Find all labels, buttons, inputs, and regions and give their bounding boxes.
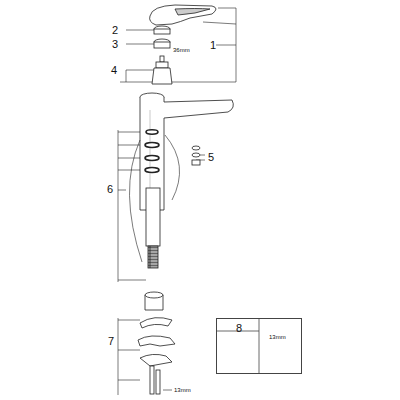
spacer	[145, 292, 163, 298]
callout-number: 1	[210, 40, 216, 51]
callout-number: 7	[108, 336, 114, 347]
threaded-rod	[156, 370, 160, 394]
assembly-arrow	[129, 140, 142, 262]
aerator-part	[192, 160, 200, 165]
aerator-part	[192, 146, 200, 150]
fixing-nut	[140, 354, 172, 366]
o-ring	[145, 168, 159, 173]
bracket-line	[118, 318, 140, 395]
threaded-rod	[150, 366, 154, 394]
callout-number: 3	[112, 39, 118, 50]
assembly-arrow	[165, 135, 180, 200]
o-ring	[146, 130, 158, 134]
cartridge	[156, 62, 168, 68]
dimension-label: 36mm	[173, 47, 190, 53]
nut	[154, 42, 170, 48]
leader-line	[216, 45, 236, 46]
cover-cap	[154, 29, 170, 34]
cartridge	[152, 68, 172, 84]
callout-number: 6	[107, 184, 113, 195]
horseshoe-washer	[140, 318, 172, 328]
aerator-part	[192, 153, 200, 157]
lever-handle	[150, 5, 216, 25]
pull-out-sleeve	[146, 188, 160, 246]
o-rings	[145, 130, 159, 173]
lever-highlight	[175, 9, 210, 16]
dimension-label: 13mm	[174, 387, 191, 393]
inset-box: 8 13mm	[216, 318, 302, 374]
callout-number: 5	[208, 152, 214, 163]
leader-line	[163, 390, 172, 391]
callout-number: 8	[236, 323, 242, 334]
leader-line	[126, 30, 158, 31]
callout-number: 4	[111, 65, 117, 76]
o-ring	[145, 156, 159, 161]
threaded-hose	[148, 246, 158, 268]
inset-dividers	[216, 318, 302, 374]
leader-line	[203, 22, 236, 24]
leader-line	[126, 44, 158, 45]
callout-number: 2	[112, 25, 118, 36]
o-ring	[145, 143, 159, 148]
bracket-plate	[138, 336, 175, 346]
cartridge-stem	[160, 56, 164, 62]
dimension-label: 13mm	[269, 334, 286, 340]
